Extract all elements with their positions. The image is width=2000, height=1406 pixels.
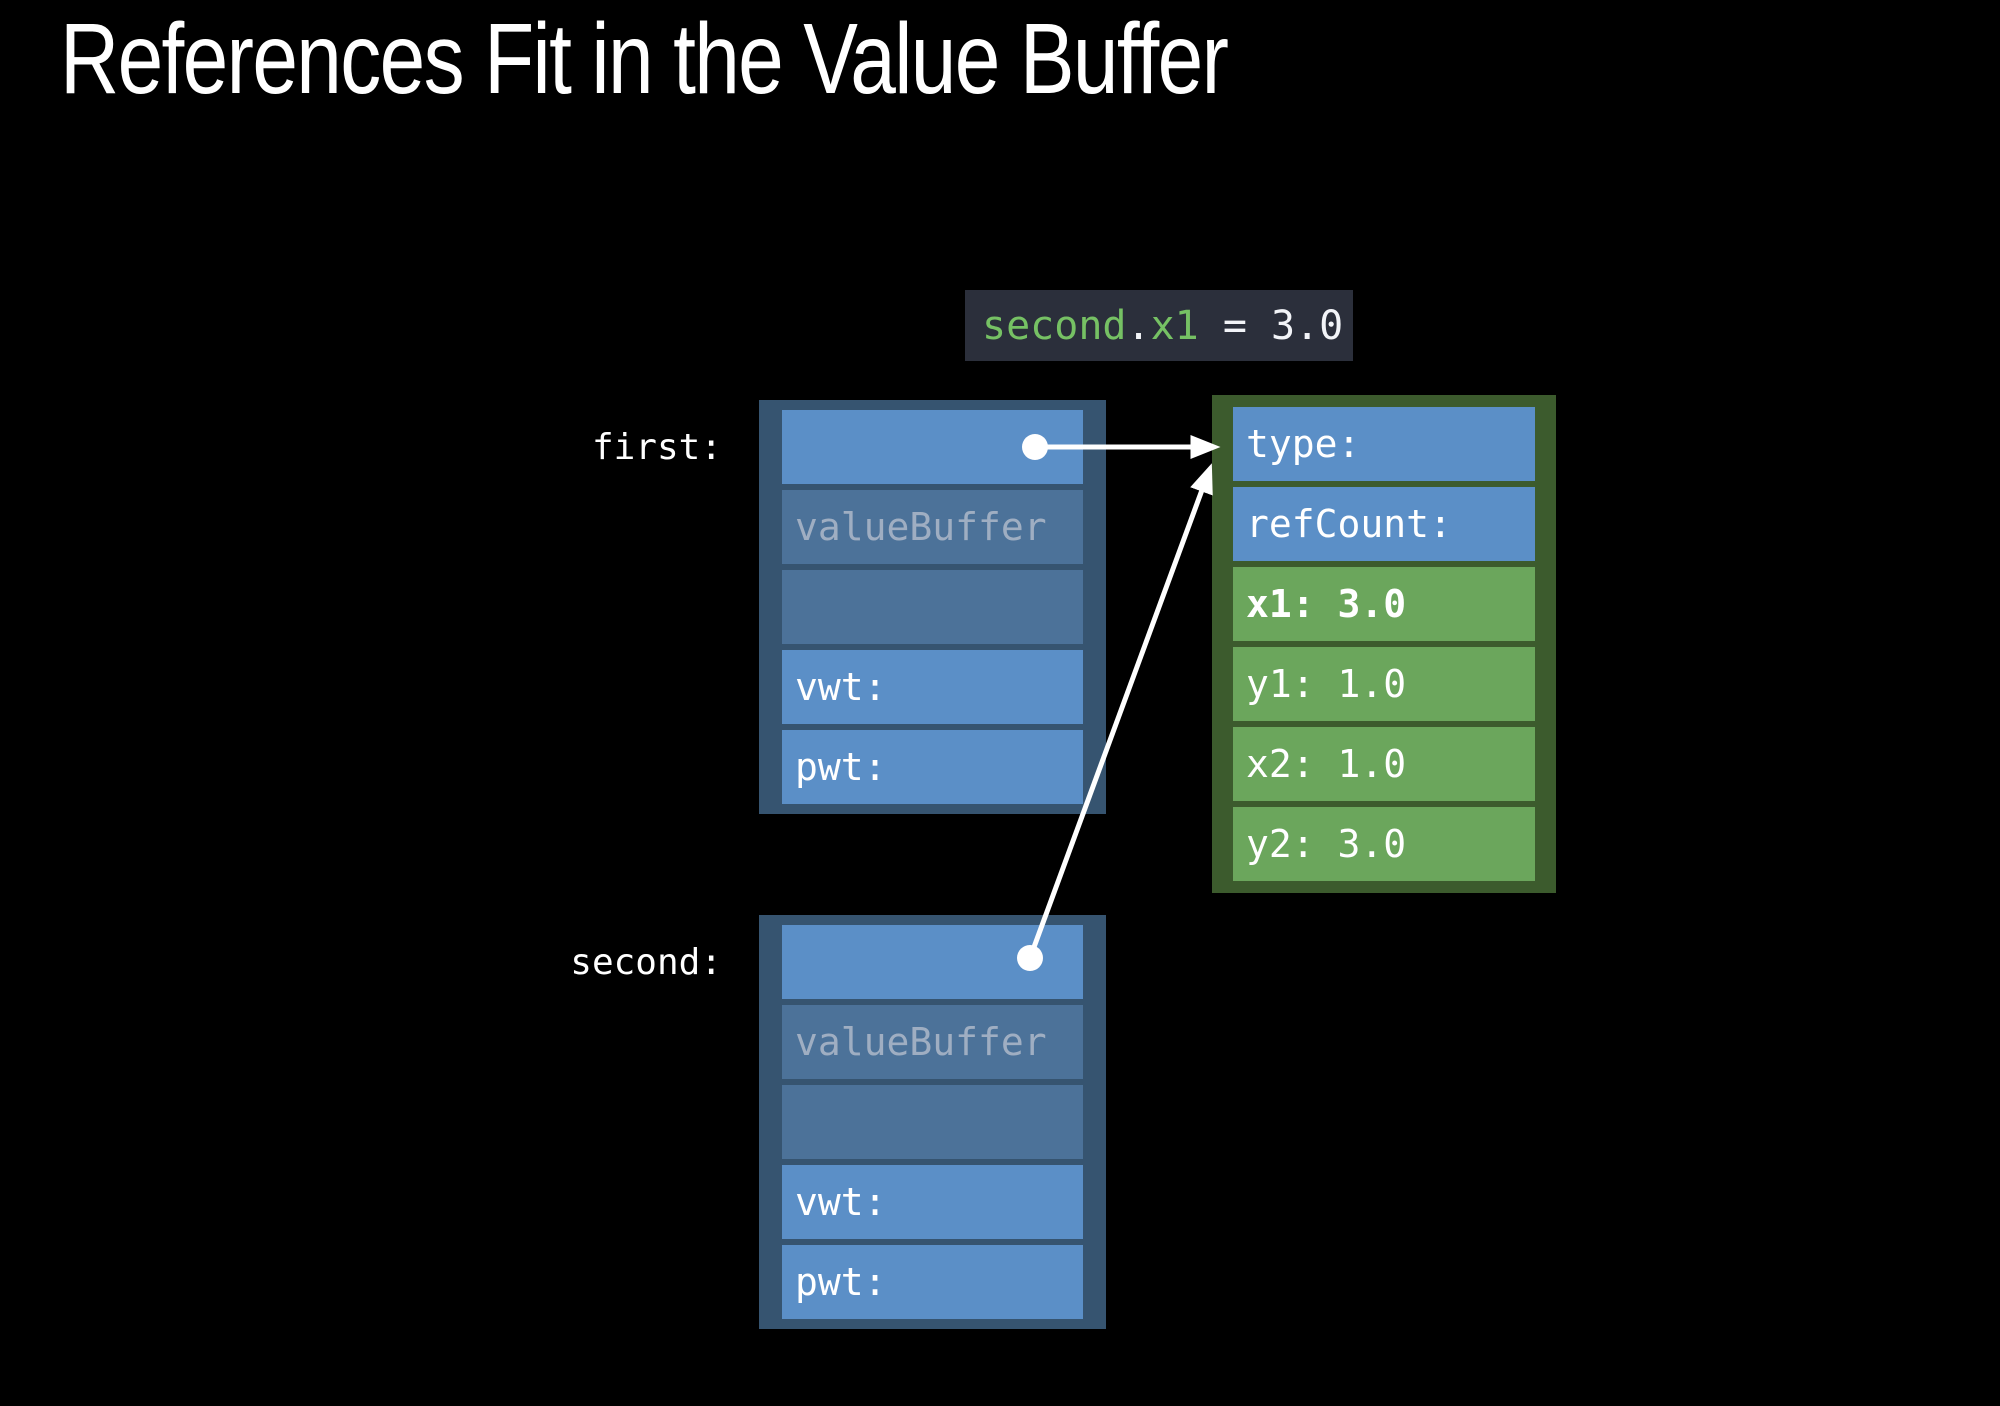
second-valuebuffer-row-2 xyxy=(782,1085,1083,1159)
first-valuebuffer-row-2 xyxy=(782,570,1083,644)
code-dot-token: . xyxy=(1126,302,1151,349)
first-pwt-row: pwt: xyxy=(782,730,1083,804)
second-reference-slot-row xyxy=(782,925,1083,999)
code-property-token: x1 xyxy=(1150,302,1199,349)
page-title: References Fit in the Value Buffer xyxy=(60,3,1229,115)
heap-type-row: type: xyxy=(1233,407,1535,481)
second-pwt-row: pwt: xyxy=(782,1245,1083,1319)
first-valuebuffer-row: valueBuffer xyxy=(782,490,1083,564)
heap-allocated-box: type: refCount: x1: 3.0 y1: 1.0 x2: 1.0 … xyxy=(1212,395,1556,893)
code-annotation: second.x1 = 3.0 xyxy=(965,290,1353,361)
first-vwt-row: vwt: xyxy=(782,650,1083,724)
second-existential-container: valueBuffer vwt: pwt: xyxy=(759,915,1106,1329)
label-second: second: xyxy=(570,942,722,983)
heap-refcount-row: refCount: xyxy=(1233,487,1535,561)
code-object-token: second xyxy=(982,302,1127,349)
second-vwt-row: vwt: xyxy=(782,1165,1083,1239)
second-valuebuffer-row: valueBuffer xyxy=(782,1005,1083,1079)
heap-y2-row: y2: 3.0 xyxy=(1233,807,1535,881)
first-existential-container: valueBuffer vwt: pwt: xyxy=(759,400,1106,814)
code-assignment-token: = 3.0 xyxy=(1198,302,1344,349)
label-first: first: xyxy=(591,427,722,468)
first-reference-slot-row xyxy=(782,410,1083,484)
heap-x1-row: x1: 3.0 xyxy=(1233,567,1535,641)
heap-x2-row: x2: 1.0 xyxy=(1233,727,1535,801)
heap-y1-row: y1: 1.0 xyxy=(1233,647,1535,721)
